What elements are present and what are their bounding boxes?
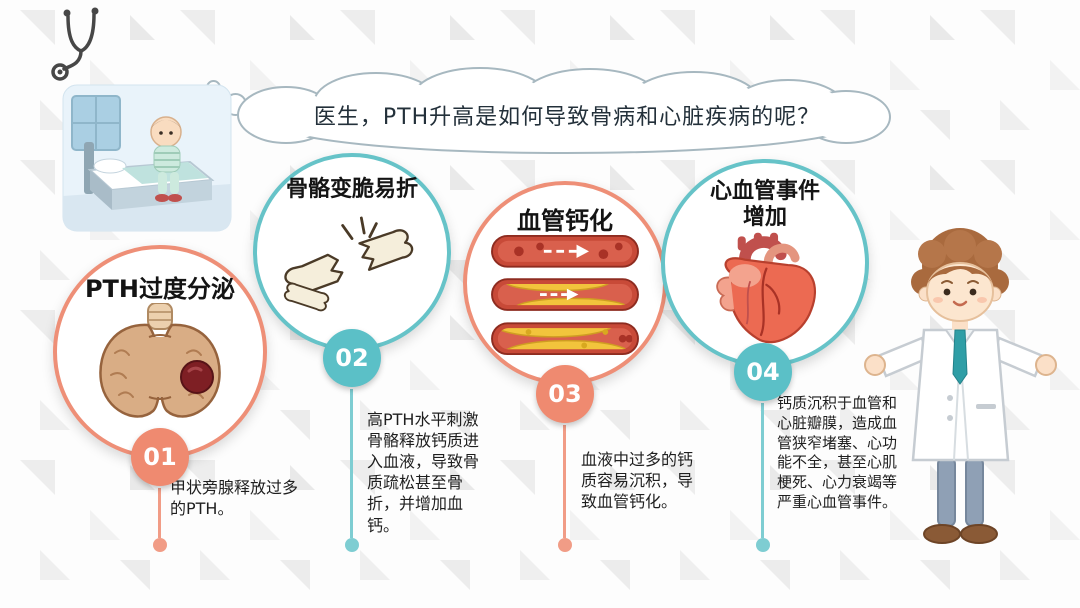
step-1-title: PTH过度分泌 <box>84 275 236 303</box>
step-4-number-badge: 04 <box>734 343 792 401</box>
step-2-connector-line <box>350 389 353 538</box>
step-3-connector-line <box>563 425 566 538</box>
step-2-title: 骨骼变脆易折 <box>285 177 418 202</box>
step-2-end-dot <box>345 538 359 552</box>
broken-bone-illustration <box>283 216 414 312</box>
step-4-end-dot <box>756 538 770 552</box>
step-4-title: 心血管事件增加 <box>709 179 820 230</box>
stethoscope-icon <box>48 6 110 82</box>
step-3-end-dot <box>558 538 572 552</box>
step-2-description: 高PTH水平刺激骨骼释放钙质进入血液，导致骨质疏松甚至骨折，并增加血钙。 <box>367 410 480 535</box>
step-2-number-badge: 02 <box>323 329 381 387</box>
cloud-shape <box>237 67 891 154</box>
calcified-vessels-illustration <box>491 235 639 356</box>
step-1-circle: PTH过度分泌 <box>53 245 267 459</box>
heart-illustration <box>715 232 816 344</box>
question-text: 医生，PTH升高是如何导致骨病和心脏疾病的呢？ <box>313 105 821 130</box>
step-1-connector-line <box>158 488 161 538</box>
step-1-description: 甲状旁腺释放过多的PTH。 <box>170 478 299 519</box>
step-3-description: 血液中过多的钙质容易沉积，导致血管钙化。 <box>581 450 694 512</box>
step-2-circle: 骨骼变脆易折 <box>253 153 451 351</box>
step-4-description: 钙质沉积于血管和心脏瓣膜，造成血管狭窄堵塞、心功能不全，甚至心肌梗死、心力衰竭等… <box>777 394 898 511</box>
step-1-number-badge: 01 <box>131 428 189 486</box>
step-3-number-badge: 03 <box>536 365 594 423</box>
step-4-connector-line <box>761 403 764 538</box>
step-3-title: 血管钙化 <box>517 207 613 235</box>
step-1-end-dot <box>153 538 167 552</box>
step-3-circle: 血管钙化 <box>463 181 667 385</box>
doctor-illustration <box>858 222 1063 562</box>
step-4-circle: 心血管事件增加 <box>661 159 869 367</box>
parathyroid-gland-illustration <box>99 303 221 418</box>
question-bubble: 医生，PTH升高是如何导致骨病和心脏疾病的呢？ <box>228 64 906 162</box>
patient-in-bed-illustration <box>62 84 232 232</box>
